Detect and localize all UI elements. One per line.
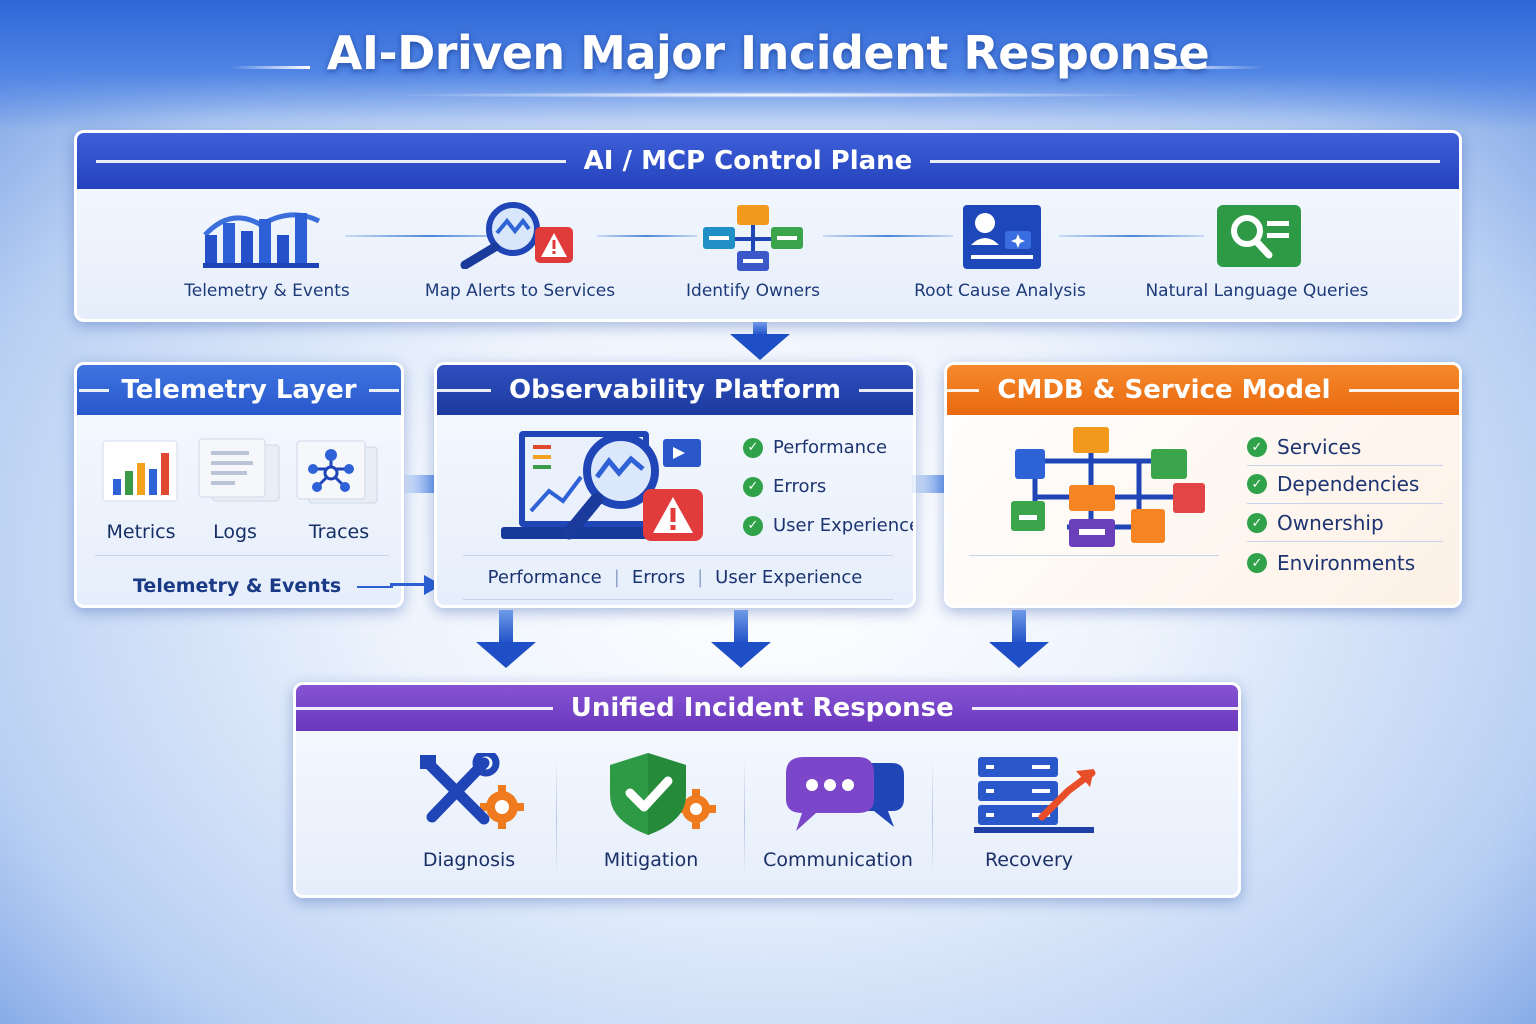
header-rule (95, 159, 566, 163)
check-label: Services (1277, 435, 1362, 459)
observability-title: Observability Platform (509, 375, 841, 405)
check-label: Dependencies (1277, 472, 1420, 496)
divider (744, 759, 745, 879)
org-chart-icon (703, 205, 803, 271)
cmdb-check: ✓ Ownership (1247, 511, 1384, 535)
shield-check-icon (610, 753, 716, 835)
telemetry-item-label: Logs (213, 521, 257, 543)
footer-arrow-line (357, 586, 393, 588)
dashboard-magnifier-icon (501, 431, 703, 541)
chat-bubbles-icon (786, 757, 904, 831)
cmdb-title: CMDB & Service Model (997, 375, 1331, 405)
control-plane-panel: AI / MCP Control Plane (74, 130, 1462, 322)
observability-check: ✓ Errors (743, 476, 826, 497)
control-item-label: Telemetry & Events (184, 281, 350, 301)
unified-item-label: Mitigation (603, 849, 699, 871)
observability-check: ✓ Performance (743, 437, 887, 458)
observability-footer: Performance|Errors|User Experience (487, 567, 863, 588)
observability-check: ✓ User Experience (743, 515, 916, 536)
divider (932, 759, 933, 879)
connector-line (597, 235, 697, 237)
check-icon: ✓ (1247, 553, 1267, 573)
check-label: Environments (1277, 551, 1416, 575)
cmdb-check: ✓ Environments (1247, 551, 1415, 575)
telemetry-item-label: Metrics (106, 521, 176, 543)
telemetry-item-label: Traces (308, 521, 370, 543)
check-icon: ✓ (1247, 474, 1267, 494)
footer-item: User Experience (715, 567, 863, 588)
logs-icon (198, 438, 280, 502)
service-map-icon (1011, 427, 1205, 547)
header-rule (971, 706, 1238, 710)
control-plane-title: AI / MCP Control Plane (583, 146, 913, 176)
footer-item: Errors (631, 567, 686, 588)
check-label: User Experience (773, 515, 916, 536)
check-icon: ✓ (743, 437, 763, 458)
title-rule-left (230, 66, 310, 69)
footer-arrow-line (390, 583, 426, 586)
header-rule (930, 159, 1441, 163)
magnifier-alert-icon (460, 202, 573, 269)
cmdb-panel: CMDB & Service Model ✓ Services ✓ Dependen… (944, 362, 1462, 608)
header-rule (947, 388, 980, 392)
unified-response-header: Unified Incident Response (296, 685, 1238, 731)
cmdb-header: CMDB & Service Model (947, 365, 1459, 415)
profile-card-icon (963, 205, 1041, 269)
cmdb-check: ✓ Services (1247, 435, 1361, 459)
metrics-icon (102, 440, 178, 502)
check-label: Performance (773, 437, 888, 458)
observability-header: Observability Platform (437, 365, 913, 415)
title-glow (380, 92, 1160, 98)
header-rule (296, 706, 553, 710)
traces-icon (296, 440, 378, 504)
check-icon: ✓ (743, 515, 763, 536)
control-plane-header: AI / MCP Control Plane (77, 133, 1459, 189)
check-icon: ✓ (1247, 513, 1267, 533)
page-title: AI-Driven Major Incident Response (326, 26, 1210, 80)
unified-item-label: Recovery (984, 849, 1074, 871)
connector-line (345, 235, 515, 237)
search-list-icon (1217, 205, 1301, 267)
check-label: Ownership (1277, 511, 1384, 535)
divider (1247, 465, 1443, 466)
divider (969, 555, 1219, 556)
observability-panel: Observability Platform ✓ Performance ✓ Err… (434, 362, 916, 608)
header-rule (1348, 388, 1459, 392)
bar-chart-icon (203, 212, 321, 268)
divider (1247, 541, 1443, 542)
divider (1247, 503, 1443, 504)
title-rule-right (1155, 66, 1265, 69)
header-rule (79, 388, 110, 392)
control-item-label: Natural Language Queries (1145, 281, 1369, 301)
connector-line (823, 235, 953, 237)
divider (463, 599, 893, 600)
divider (556, 759, 557, 879)
check-label: Errors (773, 476, 827, 497)
control-item-label: Identify Owners (686, 281, 820, 301)
telemetry-layer-header: Telemetry Layer (77, 365, 401, 415)
divider (463, 555, 893, 556)
header-rule (858, 388, 913, 392)
divider (95, 555, 389, 556)
footer-item: Performance (487, 567, 602, 588)
header-rule (368, 388, 399, 392)
server-growth-icon (974, 757, 1096, 833)
unified-item-label: Diagnosis (422, 849, 516, 871)
check-icon: ✓ (743, 476, 763, 497)
control-item-label: Root Cause Analysis (914, 281, 1086, 301)
tools-gear-icon (420, 753, 524, 829)
telemetry-footer: Telemetry & Events (133, 575, 342, 597)
telemetry-layer-panel: Telemetry Layer Metrics Logs Traces (74, 362, 404, 608)
unified-item-label: Communication (763, 849, 913, 871)
telemetry-layer-title: Telemetry Layer (121, 375, 357, 405)
unified-response-title: Unified Incident Response (570, 693, 954, 723)
control-item-label: Map Alerts to Services (424, 281, 616, 301)
cmdb-check: ✓ Dependencies (1247, 472, 1419, 496)
header-rule (437, 388, 492, 392)
unified-response-panel: Unified Incident Response (293, 682, 1241, 898)
connector-line (1059, 235, 1204, 237)
header-background (0, 0, 1536, 130)
check-icon: ✓ (1247, 437, 1267, 457)
